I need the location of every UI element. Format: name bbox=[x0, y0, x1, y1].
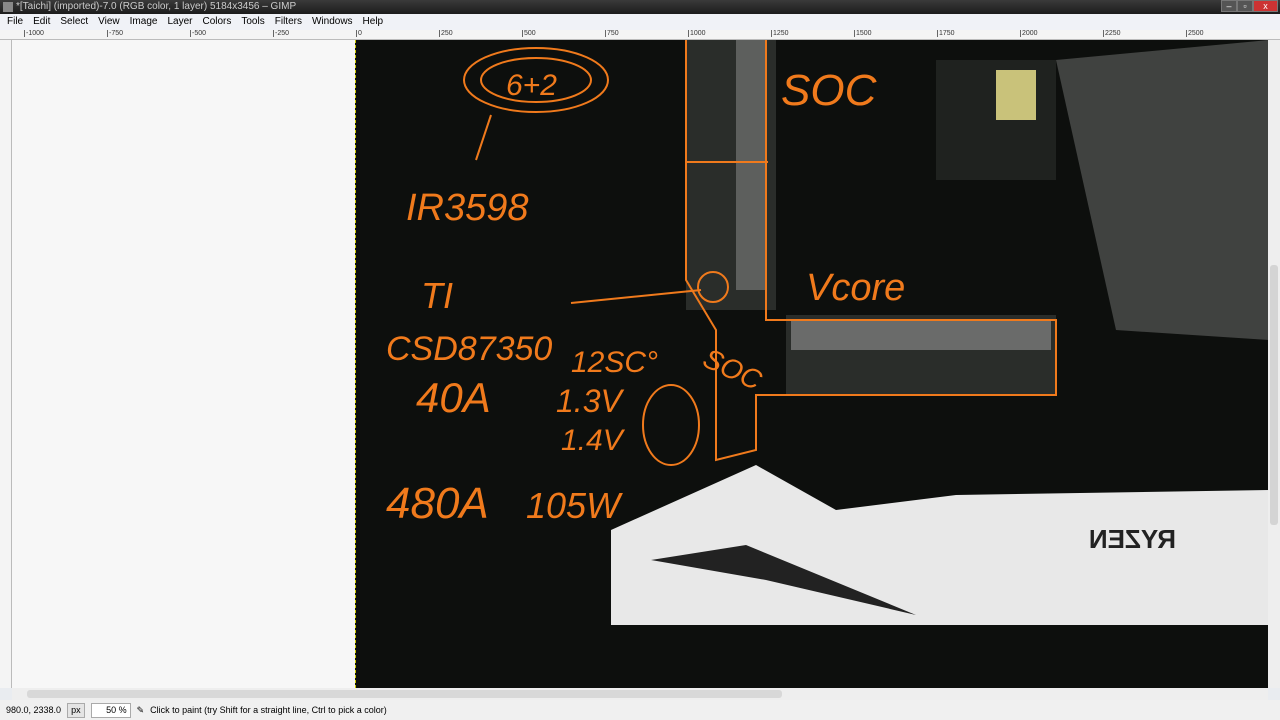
ruler-label: 0 bbox=[356, 30, 362, 37]
unit-select[interactable]: px bbox=[67, 702, 85, 718]
menu-layer[interactable]: Layer bbox=[167, 16, 193, 27]
vertical-ruler[interactable] bbox=[0, 40, 12, 688]
minimize-button[interactable]: – bbox=[1221, 0, 1237, 12]
gimp-app-icon bbox=[3, 2, 13, 12]
ruler-label: -1000 bbox=[24, 30, 44, 37]
ruler-label: 2000 bbox=[1020, 30, 1038, 37]
window-title: *[Taichi] (imported)-7.0 (RGB color, 1 l… bbox=[16, 1, 297, 12]
menu-filters[interactable]: Filters bbox=[274, 16, 302, 27]
menu-colors[interactable]: Colors bbox=[202, 16, 232, 27]
annotation-vcore: Vcore bbox=[806, 267, 905, 309]
vertical-scroll-thumb[interactable] bbox=[1270, 265, 1278, 525]
status-message: Click to paint (try Shift for a straight… bbox=[150, 705, 387, 715]
menu-file[interactable]: File bbox=[7, 16, 24, 27]
menu-tools[interactable]: Tools bbox=[241, 16, 265, 27]
annotation-soc: SOC bbox=[781, 66, 878, 115]
menu-select[interactable]: Select bbox=[60, 16, 89, 27]
annotation-csd87350: CSD87350 bbox=[386, 330, 552, 368]
paintbrush-icon: ✎ bbox=[136, 704, 145, 715]
ruler-label: 2250 bbox=[1103, 30, 1121, 37]
horizontal-scroll-thumb[interactable] bbox=[27, 690, 782, 698]
title-bar: *[Taichi] (imported)-7.0 (RGB color, 1 l… bbox=[0, 0, 1280, 14]
zoom-select[interactable]: 50 % bbox=[90, 702, 131, 718]
annotation-6plus2: 6+2 bbox=[506, 69, 557, 102]
annotation-soc-small: SOC bbox=[698, 342, 767, 396]
menu-image[interactable]: Image bbox=[129, 16, 158, 27]
ruler-label: 1750 bbox=[937, 30, 955, 37]
menu-edit[interactable]: Edit bbox=[33, 16, 51, 27]
canvas-padding bbox=[12, 40, 355, 688]
ruler-label: 750 bbox=[605, 30, 619, 37]
annotation-12sc: 12SC° bbox=[571, 346, 658, 379]
pointer-coordinates: 980.0, 2338.0 bbox=[6, 705, 62, 715]
annotation-1-4v: 1.4V bbox=[561, 424, 626, 457]
image-canvas[interactable]: RYZEN 6+2 IR3598 SOC Vcore TI CSD87350 4… bbox=[355, 40, 1269, 688]
annotation-1-3v: 1.3V bbox=[556, 383, 624, 419]
vertical-scrollbar[interactable] bbox=[1268, 40, 1280, 688]
ruler-label: 1000 bbox=[688, 30, 706, 37]
ryzen-logo: RYZEN bbox=[1089, 524, 1176, 554]
ruler-label: 500 bbox=[522, 30, 536, 37]
menu-help[interactable]: Help bbox=[362, 16, 384, 27]
annotation-480a: 480A bbox=[386, 479, 489, 528]
horizontal-ruler[interactable]: -1000 -750 -500 -250 0 250 500 750 1000 1250 1500 1… bbox=[0, 30, 1280, 40]
ruler-label: -750 bbox=[107, 30, 124, 37]
status-bar: 980.0, 2338.0 px 50 % ✎ Click to paint (… bbox=[0, 700, 1280, 720]
ruler-label: 2500 bbox=[1186, 30, 1204, 37]
maximize-button[interactable]: ▫ bbox=[1237, 0, 1253, 12]
menu-view[interactable]: View bbox=[98, 16, 120, 27]
motherboard-photo: RYZEN 6+2 IR3598 SOC Vcore TI CSD87350 4… bbox=[386, 40, 1269, 625]
ruler-label: -500 bbox=[190, 30, 207, 37]
menu-bar: File Edit Select View Image Layer Colors… bbox=[0, 14, 1280, 30]
ruler-label: -250 bbox=[273, 30, 290, 37]
ruler-label: 250 bbox=[439, 30, 453, 37]
ruler-label: 1250 bbox=[771, 30, 789, 37]
ruler-label: 1500 bbox=[854, 30, 872, 37]
annotation-ir3598: IR3598 bbox=[406, 187, 529, 229]
annotation-40a: 40A bbox=[416, 374, 491, 421]
annotation-ti: TI bbox=[421, 275, 453, 316]
close-button[interactable]: x bbox=[1253, 0, 1278, 12]
horizontal-scrollbar[interactable] bbox=[12, 688, 1268, 700]
menu-windows[interactable]: Windows bbox=[311, 16, 353, 27]
annotation-105w: 105W bbox=[526, 485, 623, 526]
